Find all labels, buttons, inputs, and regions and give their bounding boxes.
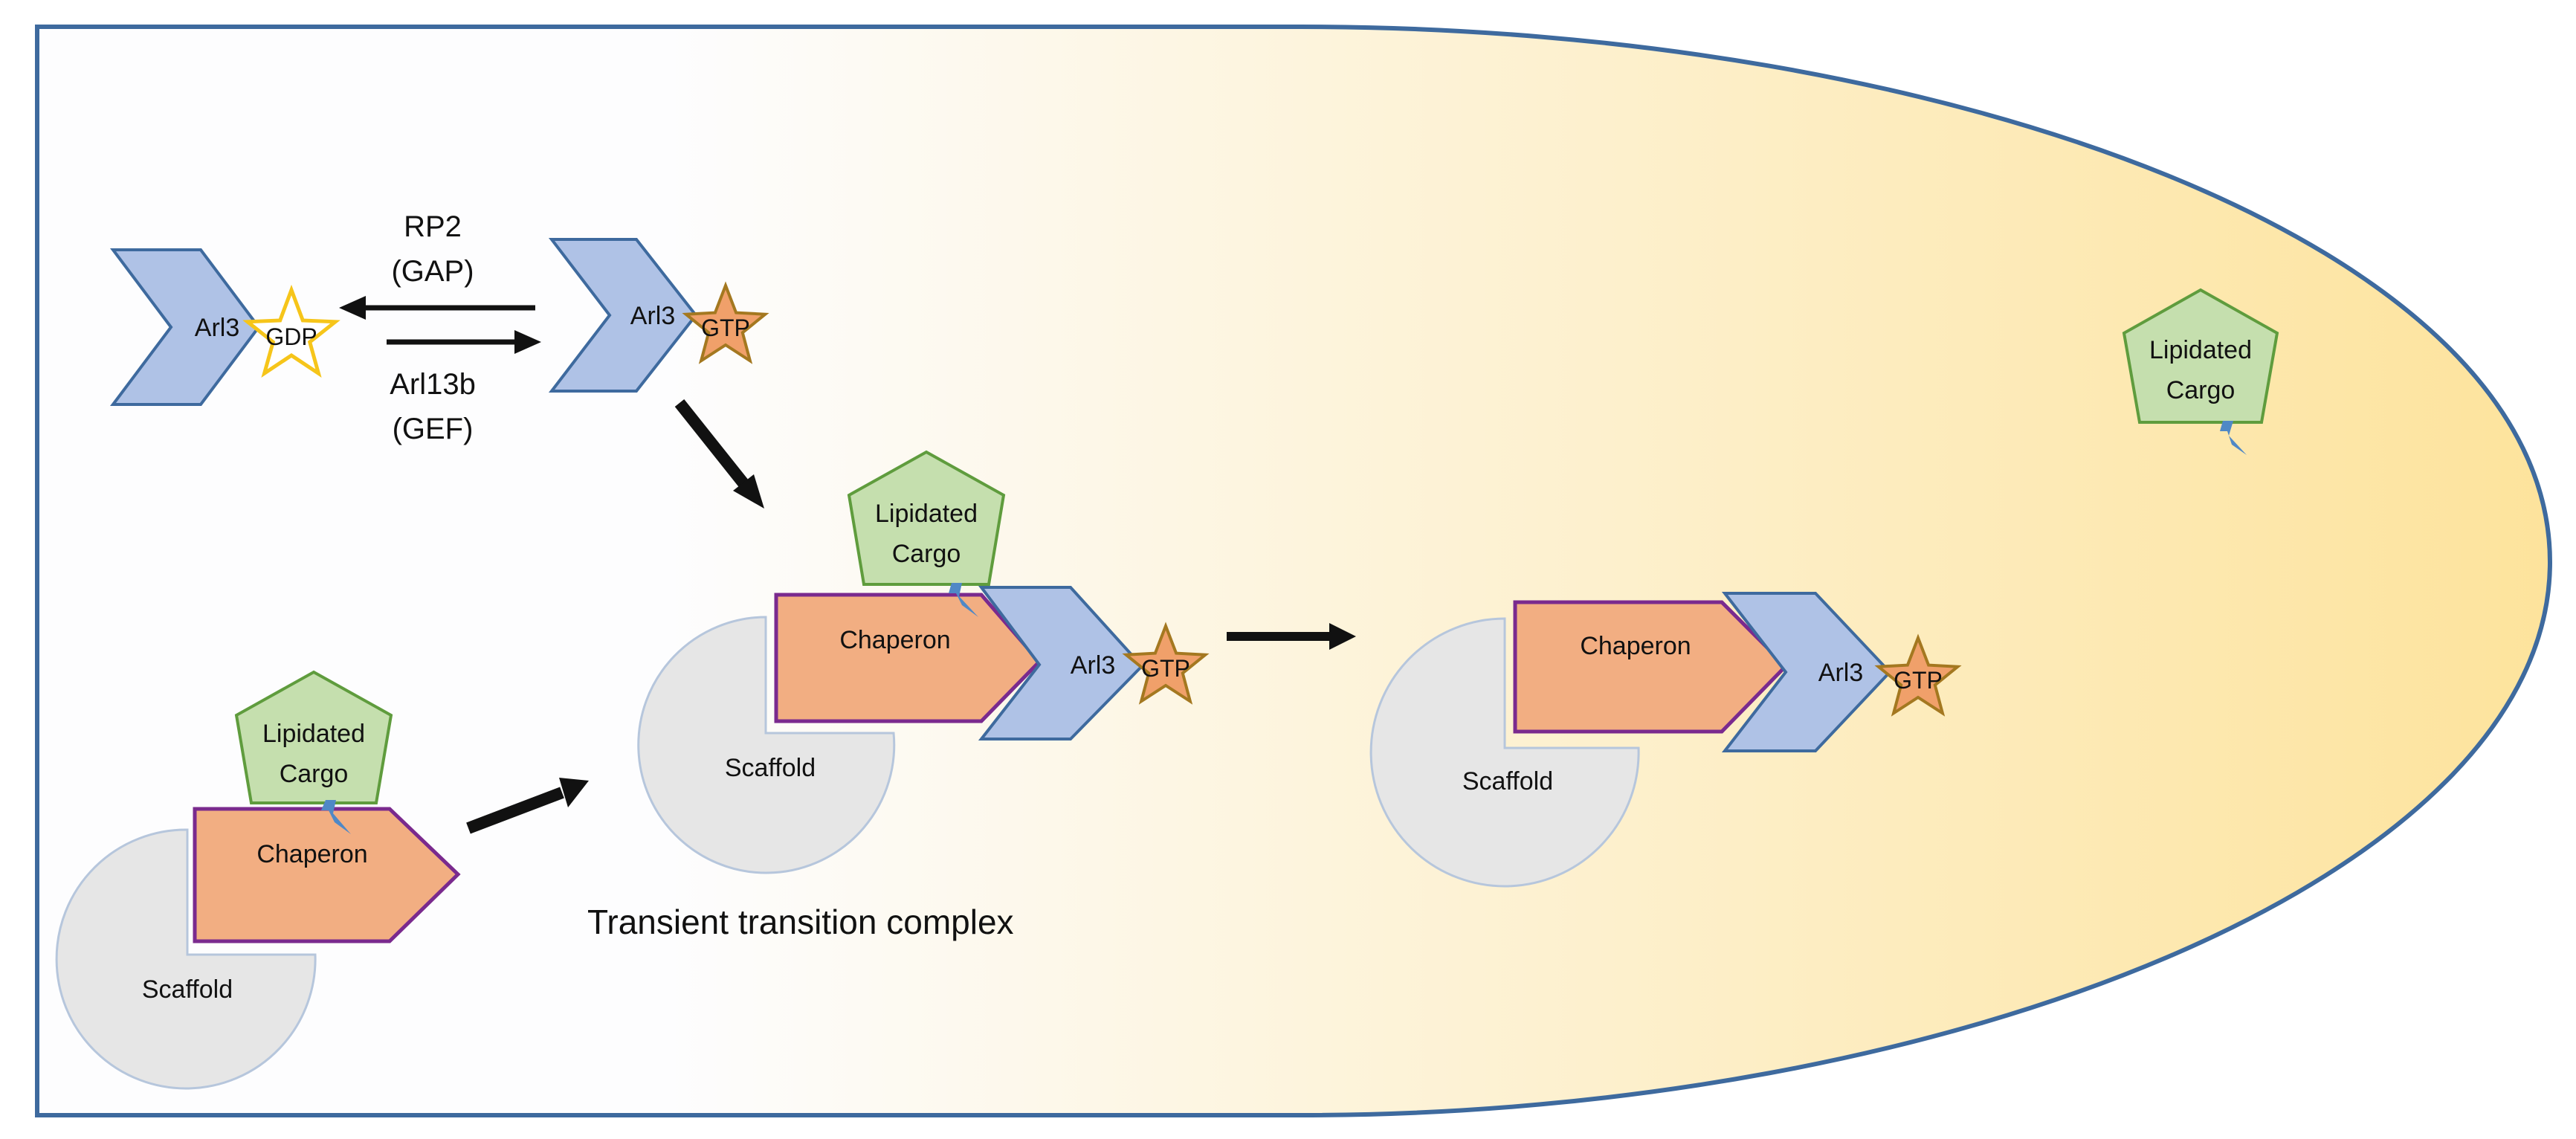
arl3-chevron xyxy=(548,238,698,393)
scaffold-label: Scaffold xyxy=(1462,767,1553,796)
scaffold-label: Scaffold xyxy=(142,975,233,1004)
flow-arrow-head xyxy=(733,474,764,509)
arl3-gtp-complex: Arl3 GTP xyxy=(548,238,769,393)
gtp-label: GTP xyxy=(1894,667,1943,694)
cargo-pentagon xyxy=(847,450,1006,586)
rp2-label: RP2 xyxy=(404,210,462,243)
gap-label: (GAP) xyxy=(391,255,474,288)
scaffold-shape xyxy=(55,828,317,1090)
flow-arrow-head xyxy=(559,778,589,807)
free-cargo: Lipidated Cargo xyxy=(2122,288,2279,455)
cargo-label-line1: Lipidated xyxy=(262,720,365,748)
chaperon-shape xyxy=(193,807,461,943)
gtp-label: GTP xyxy=(701,314,750,341)
arl3-chevron xyxy=(1721,592,1892,752)
cell-membrane xyxy=(35,25,2553,1117)
flow-arrow-line xyxy=(674,399,749,487)
gef-label: (GEF) xyxy=(393,413,474,445)
flow-arrow-line xyxy=(466,787,564,834)
chaperon-shape xyxy=(1513,600,1789,734)
cargo-label-line2: Cargo xyxy=(892,540,961,568)
arl3-chevron xyxy=(978,586,1144,740)
arl3-chevron xyxy=(110,248,261,406)
chaperon-label: Chaperon xyxy=(256,840,367,868)
cargo-pentagon xyxy=(234,670,393,804)
scaffold-shape xyxy=(1369,617,1640,888)
released-complex: Chaperon Scaffold Arl3 GTP xyxy=(1369,592,1962,888)
arl13b-label: Arl13b xyxy=(390,368,476,401)
lipid-anchor xyxy=(2220,421,2247,455)
gap-arrow-head xyxy=(339,296,366,320)
cargo-pentagon xyxy=(2122,288,2279,424)
gtp-star xyxy=(1122,622,1210,705)
chaperon-label: Chaperon xyxy=(1580,632,1691,660)
arl3-gdp-complex: Arl3 GDP xyxy=(110,248,340,406)
gtp-label: GTP xyxy=(1141,655,1190,682)
scaffold-shape xyxy=(637,616,896,874)
cargo-chaperon-complex: Chaperon Scaffold Lipidated Cargo xyxy=(55,670,461,1090)
flow-arrow-head xyxy=(1329,623,1356,650)
cargo-label-line1: Lipidated xyxy=(2149,336,2252,364)
lipid-anchor xyxy=(949,583,978,617)
exchange-arrows: RP2 (GAP) Arl13b (GEF) xyxy=(339,210,541,445)
chaperon-shape xyxy=(774,593,1042,723)
chaperon-label: Chaperon xyxy=(839,626,950,654)
cargo-label-line1: Lipidated xyxy=(875,500,978,528)
arl3-label: Arl3 xyxy=(1071,651,1115,680)
cargo-label-line2: Cargo xyxy=(2166,376,2236,404)
transient-complex-label: Transient transition complex xyxy=(587,903,1014,941)
lipid-anchor xyxy=(321,800,351,834)
gtp-star xyxy=(1874,633,1962,717)
scaffold-label: Scaffold xyxy=(725,754,816,782)
arl3-label: Arl3 xyxy=(630,302,675,330)
gdp-star xyxy=(242,284,340,378)
gtp-star xyxy=(682,281,769,364)
arl3-label: Arl3 xyxy=(1818,659,1863,687)
gef-arrow-head xyxy=(514,330,541,354)
arl3-label: Arl3 xyxy=(195,314,239,342)
transient-complex: Chaperon Scaffold Arl3 GTP Lipidated Car… xyxy=(637,450,1210,874)
cargo-label-line2: Cargo xyxy=(280,760,349,788)
gdp-label: GDP xyxy=(265,323,317,350)
